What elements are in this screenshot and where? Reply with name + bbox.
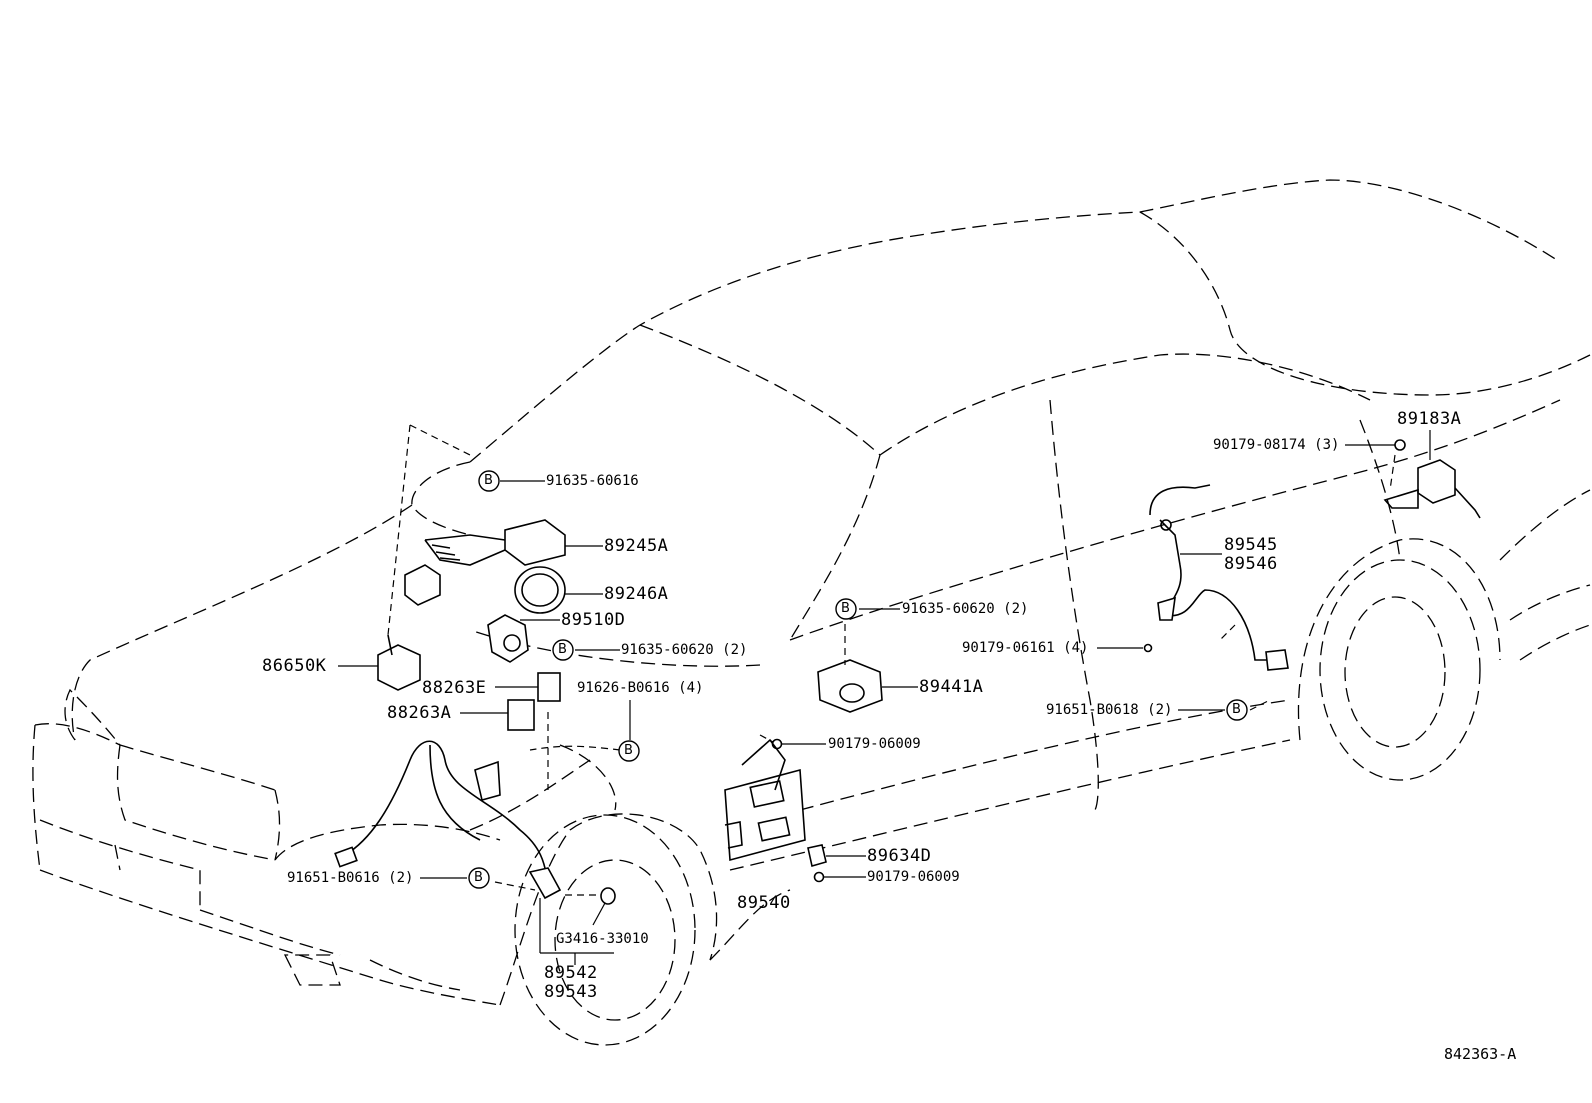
bolt-letter: B: [624, 743, 633, 758]
label-89510D: 89510D: [561, 610, 626, 630]
bolt-symbol-5: [835, 598, 857, 620]
wire-89545: [1149, 484, 1270, 661]
part-89540-shape: [724, 768, 806, 862]
part-drawings: [334, 439, 1481, 905]
part-86650K-shape: [377, 644, 421, 691]
car-body-outline: [32, 179, 1591, 1046]
label-90179-06009-bottom: 90179-06009: [867, 869, 960, 885]
label-G3416-33010: G3416-33010: [556, 931, 649, 947]
bolt-symbol-3: [618, 740, 640, 762]
part-G3416-33010-shape: [600, 887, 616, 905]
label-88263E: 88263E: [422, 678, 487, 698]
label-89540: 89540: [737, 893, 791, 913]
label-89545: 89545: [1224, 535, 1278, 555]
bolt-symbol-1: [478, 470, 500, 492]
label-90179-08174: 90179-08174 (3): [1213, 437, 1340, 453]
part-89183A-shape: [1417, 459, 1456, 504]
bolt-letter: B: [1232, 702, 1241, 717]
label-91635-60620-left: 91635-60620 (2): [621, 642, 748, 658]
part-90179-06161-nut: [1143, 643, 1153, 653]
wire-89542: [344, 740, 549, 883]
part-90179-08174-nut: [1394, 439, 1406, 451]
label-90179-06009-top: 90179-06009: [828, 736, 921, 752]
part-89510D-shape: [487, 614, 529, 663]
label-89246A: 89246A: [604, 584, 669, 604]
bolt-letter: B: [484, 473, 493, 488]
label-90179-06161: 90179-06161 (4): [962, 640, 1089, 656]
bolt-symbol-2: [552, 639, 574, 661]
wire-89245A: [424, 534, 506, 566]
bolt-letter: B: [474, 870, 483, 885]
label-89634D: 89634D: [867, 846, 932, 866]
part-88263A-shape: [507, 699, 535, 731]
bolt-letter: B: [558, 642, 567, 657]
part-89441A-shape: [817, 659, 883, 713]
part-89245A-shape: [504, 519, 566, 566]
part-88263E-shape: [537, 672, 561, 702]
drawing-id: 842363-A: [1444, 1045, 1517, 1063]
part-89634D-shape: [807, 844, 827, 868]
label-89441A: 89441A: [919, 677, 984, 697]
bolt-symbols: [468, 470, 1248, 889]
label-89542: 89542: [544, 963, 598, 983]
label-89546: 89546: [1224, 554, 1278, 574]
label-91651-B0616: 91651-B0616 (2): [287, 870, 414, 886]
leader-lines: [338, 424, 1431, 965]
part-89542-shape: [528, 867, 562, 900]
part-90179-06009-bottom-nut: [813, 871, 825, 883]
part-90179-06009-top-nut: [771, 738, 783, 750]
label-86650K: 86650K: [262, 656, 327, 676]
part-block-shape: [404, 564, 441, 606]
label-91626-B0616: 91626-B0616 (4): [577, 680, 704, 696]
bolt-symbol-4: [468, 867, 490, 889]
label-91635-60616: 91635-60616: [546, 473, 639, 489]
label-89543: 89543: [544, 982, 598, 1002]
bolt-letter: B: [841, 601, 850, 616]
part-89545-shape: [1265, 649, 1289, 671]
label-88263A: 88263A: [387, 703, 452, 723]
label-89245A: 89245A: [604, 536, 669, 556]
label-91635-60620-mid: 91635-60620 (2): [902, 601, 1029, 617]
bolt-symbol-6: [1226, 699, 1248, 721]
label-91651-B0618: 91651-B0618 (2): [1046, 702, 1173, 718]
label-89183A: 89183A: [1397, 409, 1462, 429]
